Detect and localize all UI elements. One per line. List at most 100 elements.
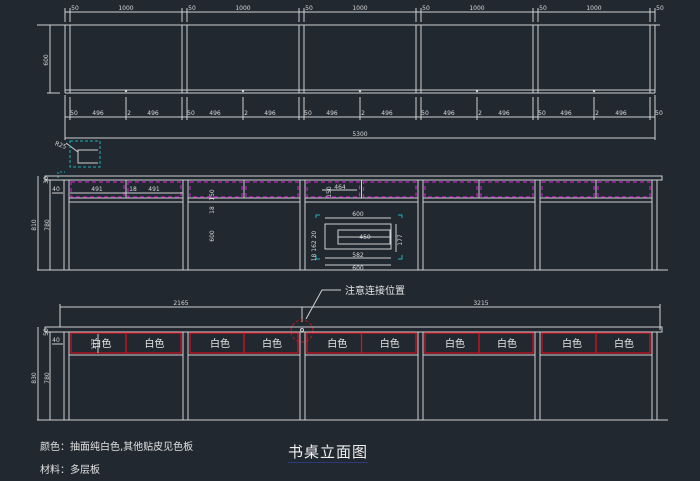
top-thickness-label: 30: [43, 176, 50, 184]
drawer-outline: [70, 181, 125, 198]
drawer-color-label: 白色: [92, 337, 112, 350]
drawer-height-label: 150: [326, 186, 333, 198]
dim-gap: 2: [478, 110, 482, 117]
plan-midpoint-marker: [241, 89, 245, 93]
drawer-height-label: 177: [91, 338, 98, 350]
dim-gap: 2: [127, 110, 131, 117]
dim-drawer-width: 496: [560, 110, 572, 117]
dim-post-width: 50: [539, 5, 547, 12]
dim-gap: 2: [361, 110, 365, 117]
leg-height-label: 780: [44, 219, 51, 231]
span-left-label: 2165: [173, 300, 188, 307]
detail-inner-width-label: 450: [359, 234, 371, 241]
desktop-slab: [44, 326, 663, 333]
detail-width-label: 600: [352, 265, 364, 272]
material-note: 材料：多层板: [40, 465, 100, 476]
apron-height-label: 40: [52, 186, 60, 193]
dim-post-width: 50: [655, 110, 663, 117]
plan-midpoint-marker: [592, 89, 596, 93]
detail-corner-marker: [315, 214, 320, 218]
detail-corner-marker: [315, 255, 320, 260]
dim-drawer-width: 496: [615, 110, 627, 117]
dim-post-width: 50: [304, 110, 312, 117]
drawer-front: [243, 332, 299, 354]
drawer-height-label: 150: [209, 189, 216, 201]
drawer-color-label: 白色: [262, 337, 282, 350]
connection-callout-circle: [290, 319, 314, 343]
dim-drawer-width: 496: [381, 110, 393, 117]
drawer-front: [478, 332, 534, 354]
total-length-label: 5300: [352, 131, 367, 138]
dim-post-width: 50: [70, 110, 78, 117]
panel-height-label: 600: [209, 230, 216, 242]
plan-midpoint-marker: [475, 89, 479, 93]
dim-drawer-width: 496: [209, 110, 221, 117]
dim-post-width: 50: [71, 5, 79, 12]
drawing-title: 书桌立面图: [288, 443, 369, 461]
dim-drawer-width: 496: [147, 110, 159, 117]
drawer-color-label: 白色: [497, 337, 517, 350]
dim-post-width: 50: [422, 5, 430, 12]
depth-dimension-label: 600: [43, 54, 50, 66]
dim-drawer-width: 496: [443, 110, 455, 117]
drawer-color-label: 白色: [380, 337, 400, 350]
dim-drawer-width: 496: [498, 110, 510, 117]
connection-point: [300, 328, 304, 332]
radius-label: R25: [54, 140, 68, 151]
plan-midpoint-marker: [124, 89, 128, 93]
dim-span-width: 1000: [235, 5, 250, 12]
drawer-color-label: 白色: [614, 337, 634, 350]
detail-width-label: 600: [352, 211, 364, 218]
detail-corner-marker: [398, 255, 403, 260]
drawer-front: [125, 332, 182, 354]
span-right-label: 3215: [473, 300, 488, 307]
dim-span-width: 1000: [118, 5, 133, 12]
drawer-width-label: 491: [148, 186, 160, 193]
drawer-width-label: 491: [91, 186, 103, 193]
drawer-outline: [480, 181, 534, 198]
dim-post-width: 50: [305, 5, 313, 12]
dim-drawer-width: 496: [92, 110, 104, 117]
detail-right-dim-label: 177: [397, 234, 404, 246]
dim-post-width: 50: [187, 110, 195, 117]
dim-post-width: 50: [538, 110, 546, 117]
color-note: 颜色：抽面纯白色,其他贴皮见色板: [40, 442, 194, 453]
corner-marker: [57, 171, 65, 178]
gap-label: 18: [209, 206, 216, 214]
dim-post-width: 50: [188, 5, 196, 12]
dim-gap: 2: [244, 110, 248, 117]
total-height-label: 810: [31, 219, 38, 231]
dim-post-width: 50: [421, 110, 429, 117]
drawer-color-label: 白色: [445, 337, 465, 350]
leg-height-label: 780: [44, 372, 51, 384]
detail-drawer-box: [324, 223, 392, 250]
connection-callout: 注意连接位置: [345, 284, 405, 297]
drawer-outline: [189, 181, 243, 198]
drawer-width-label: 464: [334, 184, 346, 191]
drawer-front: [360, 332, 417, 354]
detail-left-dims: 18 162 20: [311, 231, 318, 262]
drawer-outline: [127, 181, 182, 198]
callout-leader: [305, 289, 341, 320]
dim-span-width: 1000: [586, 5, 601, 12]
radius-detail-corner: [77, 149, 98, 164]
drawer-outline: [306, 181, 361, 198]
top-thickness-label: 50: [43, 328, 50, 336]
drawer-color-label: 白色: [562, 337, 582, 350]
dim-post-width: 50: [656, 5, 664, 12]
drawer-color-label: 白色: [210, 337, 230, 350]
desktop-slab: [44, 175, 663, 181]
dim-gap: 2: [595, 110, 599, 117]
drawer-color-label: 白色: [145, 337, 165, 350]
dim-drawer-width: 496: [264, 110, 276, 117]
detail-inner-width-label: 582: [352, 252, 364, 259]
dim-drawer-width: 496: [326, 110, 338, 117]
apron-height-label: 40: [52, 337, 60, 344]
drawer-color-label: 白色: [327, 337, 347, 350]
drawer-outline: [424, 181, 478, 198]
plan-midpoint-marker: [358, 89, 362, 93]
